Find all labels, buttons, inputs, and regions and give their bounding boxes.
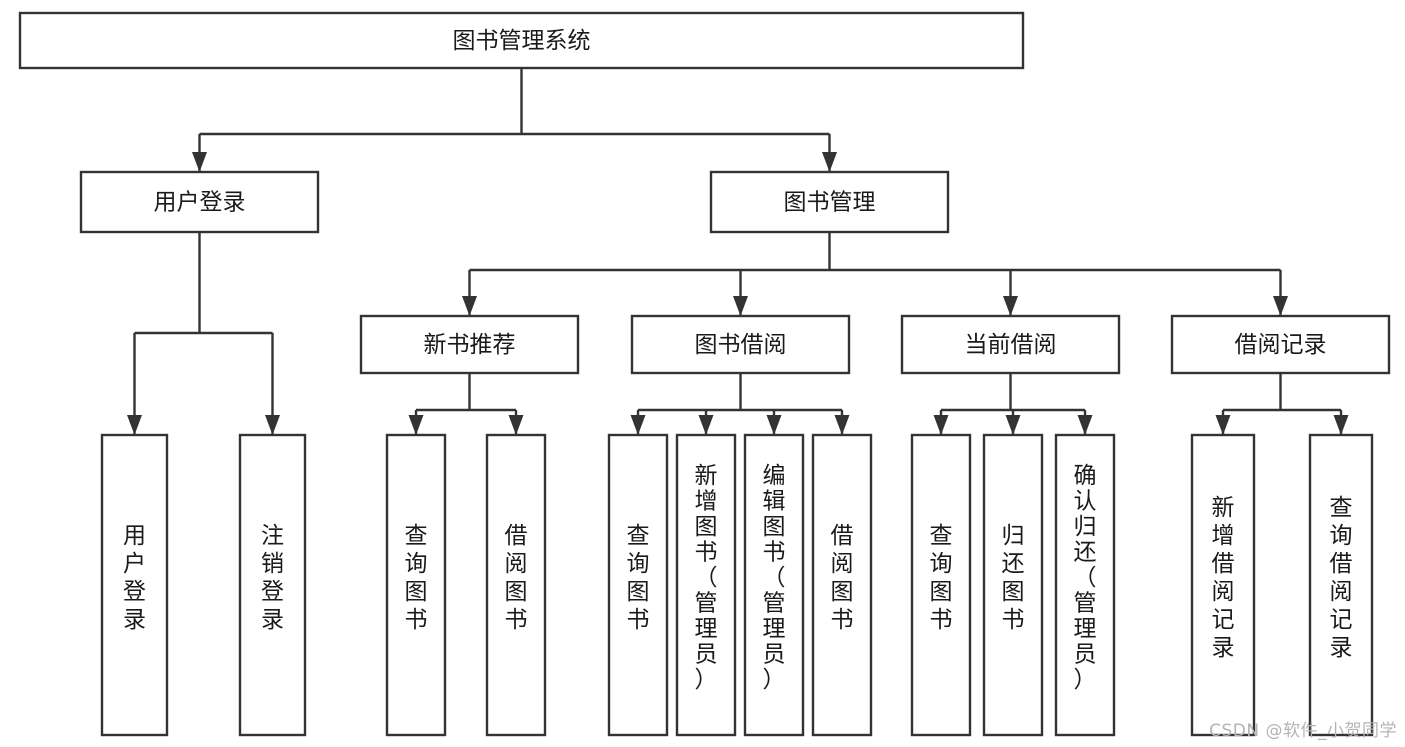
arrow-head-icon-leaf-query-book-cur (933, 415, 949, 435)
node-label-leaf-query-book-cur: 查询图书 (930, 523, 953, 633)
node-new-book-rec[interactable]: 新书推荐 (359, 314, 580, 375)
node-book-manage[interactable]: 图书管理 (709, 170, 950, 234)
node-leaf-logout[interactable]: 注销登录 (238, 433, 307, 737)
arrow-head-icon-book-manage (822, 152, 837, 172)
arrow-head-icon-leaf-borrow-book-rec (508, 415, 524, 435)
node-label-leaf-query-book-rec: 查询图书 (405, 523, 428, 633)
node-box-leaf-edit-book (743, 433, 805, 737)
node-box-leaf-confirm-return (1054, 433, 1116, 737)
arrow-head-icon-new-book-rec (462, 296, 477, 316)
node-label-current-borrow: 当前借阅 (965, 332, 1057, 358)
node-leaf-query-book-cur[interactable]: 查询图书 (910, 433, 972, 737)
arrow-head-icon-leaf-add-record (1215, 415, 1231, 435)
node-leaf-confirm-return[interactable]: 确认归还（管理员） (1054, 433, 1116, 737)
csdn-watermark: CSDN @软件_小贺同学 (1209, 721, 1397, 741)
arrow-head-icon-leaf-query-book-borrow (630, 415, 646, 435)
arrow-head-icon-borrow-record (1273, 296, 1288, 316)
arrow-head-icon-current-borrow (1003, 296, 1018, 316)
node-label-leaf-confirm-return: 确认归还（管理员） (1074, 463, 1097, 693)
node-leaf-user-login[interactable]: 用户登录 (100, 433, 169, 737)
node-leaf-edit-book[interactable]: 编辑图书（管理员） (743, 433, 805, 737)
node-box-leaf-query-book-borrow (607, 433, 669, 737)
node-book-borrow[interactable]: 图书借阅 (630, 314, 851, 375)
node-box-book-borrow (630, 314, 851, 375)
node-label-leaf-add-record: 新增借阅记录 (1212, 495, 1235, 661)
node-box-leaf-borrow-book (811, 433, 873, 737)
arrow-head-icon-leaf-user-login (127, 415, 142, 435)
arrow-head-icon-leaf-add-book (698, 415, 714, 435)
arrow-head-icon-book-borrow (733, 296, 748, 316)
arrow-head-icon-leaf-query-record (1333, 415, 1349, 435)
node-label-book-borrow: 图书借阅 (695, 332, 787, 358)
node-label-leaf-query-record: 查询借阅记录 (1330, 495, 1353, 661)
node-box-leaf-borrow-book-rec (485, 433, 547, 737)
node-leaf-return-book[interactable]: 归还图书 (982, 433, 1044, 737)
node-label-leaf-edit-book: 编辑图书（管理员） (763, 463, 786, 693)
node-layer: 图书管理系统用户登录图书管理新书推荐图书借阅当前借阅借阅记录用户登录注销登录查询… (18, 11, 1391, 737)
node-leaf-query-book-rec[interactable]: 查询图书 (385, 433, 447, 737)
node-box-leaf-add-record (1190, 433, 1256, 737)
node-label-leaf-query-book-borrow: 查询图书 (627, 523, 650, 633)
node-box-user-login (79, 170, 320, 234)
arrow-head-icon-leaf-borrow-book (834, 415, 850, 435)
node-label-leaf-logout: 注销登录 (261, 523, 284, 633)
node-label-leaf-return-book: 归还图书 (1002, 523, 1025, 633)
node-leaf-borrow-book[interactable]: 借阅图书 (811, 433, 873, 737)
node-leaf-add-record[interactable]: 新增借阅记录 (1190, 433, 1256, 737)
node-leaf-add-book[interactable]: 新增图书（管理员） (675, 433, 737, 737)
arrow-head-icon-leaf-logout (265, 415, 280, 435)
node-box-leaf-query-book-rec (385, 433, 447, 737)
node-label-book-manage: 图书管理 (784, 190, 876, 216)
node-box-leaf-return-book (982, 433, 1044, 737)
node-box-current-borrow (900, 314, 1121, 375)
node-box-borrow-record (1170, 314, 1391, 375)
arrow-head-icon-user-login (192, 152, 207, 172)
node-label-leaf-add-book: 新增图书（管理员） (695, 463, 718, 693)
node-leaf-query-record[interactable]: 查询借阅记录 (1308, 433, 1374, 737)
arrow-head-icon-leaf-edit-book (766, 415, 782, 435)
arrow-head-icon-leaf-return-book (1005, 415, 1021, 435)
node-box-leaf-user-login (100, 433, 169, 737)
node-box-book-manage (709, 170, 950, 234)
node-box-leaf-query-record (1308, 433, 1374, 737)
node-box-new-book-rec (359, 314, 580, 375)
node-current-borrow[interactable]: 当前借阅 (900, 314, 1121, 375)
node-box-root (18, 11, 1025, 70)
node-box-leaf-logout (238, 433, 307, 737)
arrow-head-icon-leaf-confirm-return (1077, 415, 1093, 435)
arrow-head-icon-leaf-query-book-rec (408, 415, 424, 435)
node-box-leaf-query-book-cur (910, 433, 972, 737)
node-borrow-record[interactable]: 借阅记录 (1170, 314, 1391, 375)
node-label-user-login: 用户登录 (154, 190, 246, 216)
node-box-leaf-add-book (675, 433, 737, 737)
node-user-login[interactable]: 用户登录 (79, 170, 320, 234)
node-label-root: 图书管理系统 (453, 28, 591, 54)
node-label-leaf-borrow-book: 借阅图书 (831, 523, 854, 633)
node-leaf-borrow-book-rec[interactable]: 借阅图书 (485, 433, 547, 737)
node-root[interactable]: 图书管理系统 (18, 11, 1025, 70)
node-label-borrow-record: 借阅记录 (1235, 332, 1327, 358)
connector-layer (127, 68, 1349, 435)
node-label-leaf-borrow-book-rec: 借阅图书 (505, 523, 528, 633)
node-label-new-book-rec: 新书推荐 (424, 332, 516, 358)
node-leaf-query-book-borrow[interactable]: 查询图书 (607, 433, 669, 737)
node-label-leaf-user-login: 用户登录 (123, 523, 146, 633)
